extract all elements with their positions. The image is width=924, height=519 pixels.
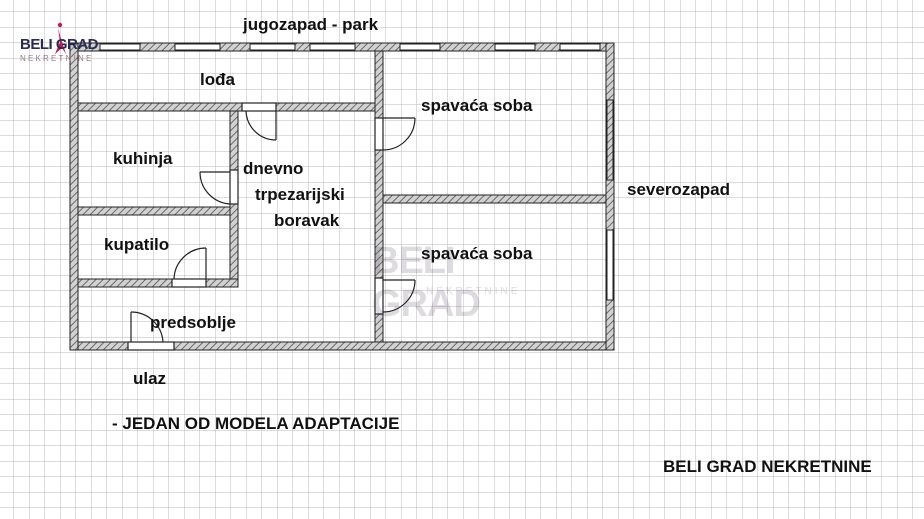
adaptation-note: - JEDAN OD MODELA ADAPTACIJE [112,414,400,433]
logo-name: BELI GRAD [20,36,99,53]
wall-loggia [77,102,377,112]
watermark-name: BELI GRAD [372,240,481,325]
orientation-right-label: severozapad [627,180,730,199]
windows [99,43,614,301]
room-label-bedroom-1: spavaća soba [421,96,533,115]
wall-kitchen-bottom [77,206,231,216]
room-label-loggia: lođa [200,70,235,89]
room-label-living-2: trpezarijski [255,185,345,204]
doors [127,102,416,351]
room-label-bedroom-2: spavaća soba [421,244,533,263]
watermark-tagline: NEKRETNINE [426,286,521,297]
logo-figure-icon [55,22,66,54]
logo-tagline: NEKRETNINE [20,54,94,63]
wall-outer-left [69,42,79,351]
room-label-kitchen: kuhinja [113,149,173,168]
room-label-living-3: boravak [274,211,340,230]
company-name: BELI GRAD NEKRETNINE [663,457,872,476]
wall-bedrooms [382,194,607,204]
wall-outer-right [605,42,615,351]
watermark-logo: BELI GRAD NEKRETNINE [372,240,562,325]
room-label-hallway: predsoblje [150,313,236,332]
entrance-label: ulaz [133,369,167,388]
logo: BELI GRAD NEKRETNINE [20,36,108,68]
wall-bathroom-bottom [77,278,239,288]
room-label-bathroom: kupatilo [104,235,170,254]
room-label-living-1: dnevno [243,159,304,178]
orientation-top-label: jugozapad - park [243,15,379,34]
